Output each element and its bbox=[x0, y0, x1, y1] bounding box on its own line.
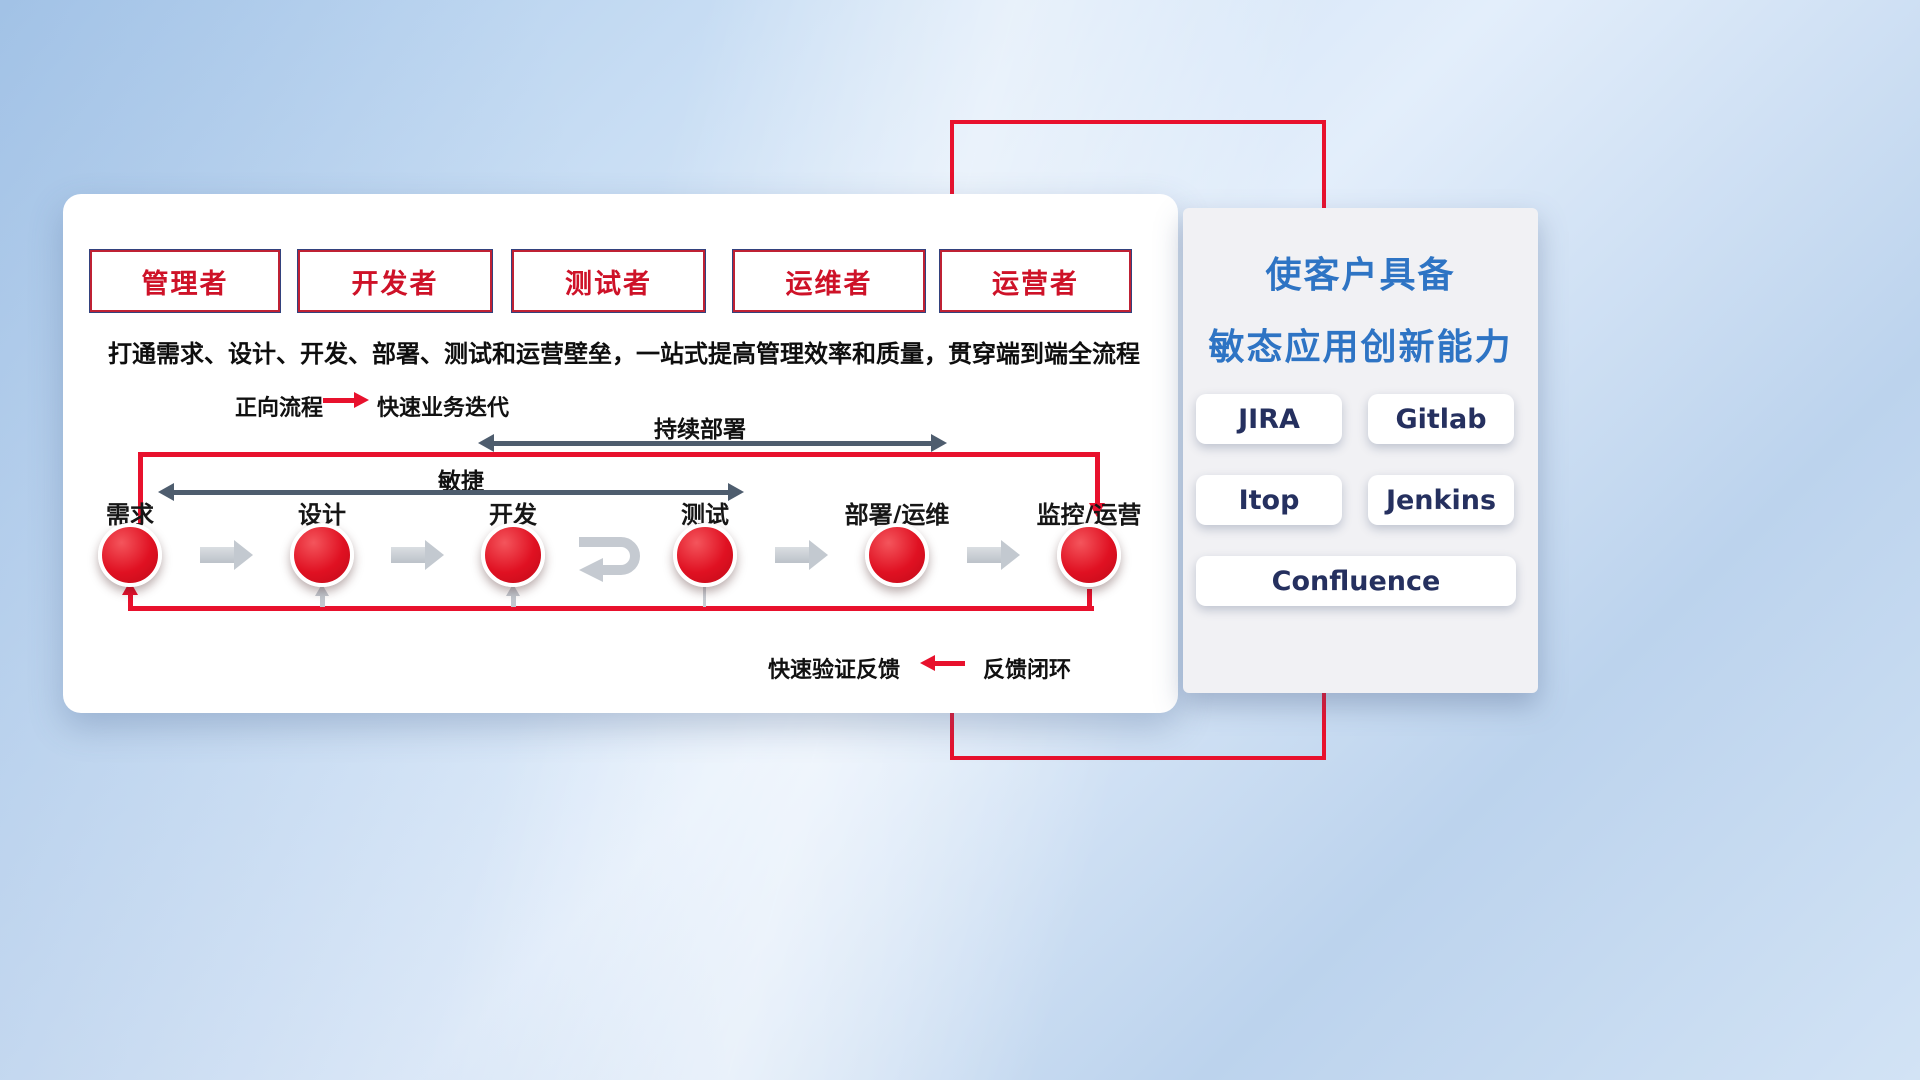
role-label: 运营者 bbox=[992, 268, 1079, 300]
devops-flow-card: 管理者 开发者 测试者 运维者 运营者 打通需求、设计、开发、部署、测试和运营壁… bbox=[63, 194, 1178, 713]
feedback-legend-label: 快速验证反馈 bbox=[768, 658, 901, 683]
feedback-up-arrow-dev-icon bbox=[506, 584, 520, 607]
flow-arrow-icon bbox=[775, 540, 828, 570]
feedback-loop-right-line bbox=[1087, 589, 1092, 606]
flow-description: 打通需求、设计、开发、部署、测试和运营壁垒，一站式提高管理效率和质量，贯穿端到端… bbox=[108, 340, 1140, 368]
flow-arrow-icon bbox=[200, 540, 253, 570]
stage-node-deploy-ops bbox=[865, 523, 929, 587]
feedback-arrow-icon bbox=[920, 655, 965, 671]
stage-node-requirements bbox=[98, 523, 162, 587]
continuous-deployment-span-arrow-icon bbox=[478, 434, 947, 452]
tool-label: JIRA bbox=[1238, 403, 1300, 435]
iterate-uturn-arrow-icon bbox=[579, 537, 640, 582]
role-label: 测试者 bbox=[565, 268, 652, 300]
role-box-tester: 测试者 bbox=[511, 249, 706, 313]
tool-label: Itop bbox=[1238, 484, 1300, 516]
feedback-loop-bottom-line bbox=[128, 606, 1094, 611]
tool-label: Gitlab bbox=[1395, 403, 1487, 435]
tool-chip-gitlab: Gitlab bbox=[1368, 394, 1514, 444]
agile-span-arrow-icon bbox=[158, 483, 744, 501]
tool-chip-confluence: Confluence bbox=[1196, 556, 1516, 606]
role-box-operator: 运营者 bbox=[939, 249, 1132, 313]
panel-title-line1: 使客户具备 bbox=[1265, 255, 1456, 296]
continuous-deployment-label: 持续部署 bbox=[654, 417, 746, 443]
tool-chip-jenkins: Jenkins bbox=[1368, 475, 1514, 525]
forward-legend-value: 快速业务迭代 bbox=[377, 396, 510, 421]
role-box-developer: 开发者 bbox=[297, 249, 493, 313]
role-label: 开发者 bbox=[351, 268, 439, 300]
tool-label: Confluence bbox=[1271, 565, 1441, 597]
flow-arrow-icon bbox=[391, 540, 444, 570]
panel-title-line2: 敏态应用创新能力 bbox=[1208, 327, 1513, 368]
role-box-ops: 运维者 bbox=[732, 249, 926, 313]
role-box-manager: 管理者 bbox=[89, 249, 281, 313]
forward-arrow-icon bbox=[323, 392, 369, 408]
stage-node-design bbox=[290, 523, 354, 587]
forward-loop-down-arrow-icon bbox=[1089, 452, 1105, 517]
forward-loop-left-line bbox=[138, 452, 143, 524]
tool-chip-jira: JIRA bbox=[1196, 394, 1342, 444]
forward-loop-top-line bbox=[138, 452, 1100, 457]
stage-node-testing bbox=[673, 523, 737, 587]
feedback-legend-value: 反馈闭环 bbox=[983, 658, 1072, 683]
feedback-loop-up-arrow-icon bbox=[122, 581, 138, 606]
tool-label: Jenkins bbox=[1385, 484, 1497, 516]
role-label: 运维者 bbox=[785, 268, 873, 300]
tool-chip-itop: Itop bbox=[1196, 475, 1342, 525]
stage-node-development bbox=[481, 523, 545, 587]
feedback-connector-test-line bbox=[703, 587, 706, 607]
forward-legend-label: 正向流程 bbox=[235, 396, 324, 421]
flow-arrow-icon bbox=[967, 540, 1020, 570]
stage-node-monitor-operation bbox=[1057, 523, 1121, 587]
role-label: 管理者 bbox=[141, 268, 229, 300]
feedback-up-arrow-design-icon bbox=[315, 584, 329, 607]
capability-panel: 使客户具备 敏态应用创新能力 JIRA Gitlab Itop Jenkins … bbox=[1183, 208, 1538, 693]
